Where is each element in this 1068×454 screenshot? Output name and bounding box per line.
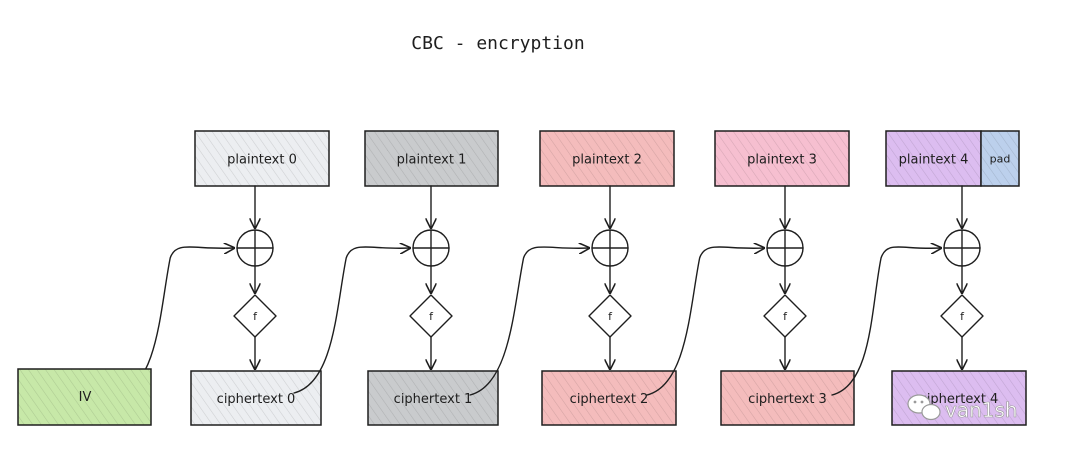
chain-arrow-4 [831, 247, 941, 396]
plaintext-box-0-outline [194, 130, 330, 187]
ciphertext-label-3: ciphertext 3 [748, 392, 827, 407]
plaintext-label-2: plaintext 2 [572, 153, 642, 168]
ciphertext-box-0-hatch [191, 371, 321, 425]
padding-box-outline [980, 130, 1020, 187]
ciphertext-label-0: ciphertext 0 [217, 392, 296, 407]
padding-label: pad [990, 153, 1011, 166]
ciphertext-box-0-outline [190, 370, 322, 426]
ciphertext-label-1: ciphertext 1 [394, 392, 473, 407]
xor-cross-2 [591, 229, 629, 267]
stage-2: plaintext 2 f ciphertext 2 [469, 130, 677, 426]
plaintext-box-3-hatch [715, 131, 849, 186]
plaintext-label-3: plaintext 3 [747, 153, 817, 168]
xor-cross-3 [766, 229, 804, 267]
plaintext-box-2-hatch [540, 131, 674, 186]
plaintext-box-1-hatch [365, 131, 498, 186]
block-function-label-2: f [608, 310, 613, 323]
iv-block: IV [17, 368, 152, 426]
stage-0: plaintext 0 f ciphertext 0 [117, 130, 330, 426]
chain-arrow-2 [469, 247, 589, 396]
ciphertext-box-1-outline [367, 370, 499, 426]
block-function-label-4: f [960, 310, 965, 323]
diagram-title: CBC - encryption [411, 33, 584, 54]
plaintext-label-1: plaintext 1 [397, 153, 467, 168]
block-function-label-1: f [429, 310, 434, 323]
plaintext-box-3-outline [714, 130, 850, 187]
block-function-label-0: f [253, 310, 258, 323]
block-function-label-3: f [783, 310, 788, 323]
plaintext-box-0-hatch [195, 131, 329, 186]
xor-cross-4 [943, 229, 981, 267]
xor-cross-0 [236, 229, 274, 267]
plaintext-box-2-outline [539, 130, 675, 187]
xor-cross-1 [412, 229, 450, 267]
plaintext-label-4: plaintext 4 [899, 153, 969, 168]
ciphertext-box-3-hatch [721, 371, 854, 425]
iv-box-hatch [18, 369, 151, 425]
ciphertext-box-2-hatch [542, 371, 676, 425]
padding-box-hatch [981, 131, 1019, 186]
ciphertext-box-4-outline [891, 370, 1027, 426]
ciphertext-box-2-outline [541, 370, 677, 426]
ciphertext-label-4: ciphertext 4 [920, 392, 999, 407]
chain-arrow-1 [293, 247, 410, 394]
watermark-text: van1sh [945, 398, 1018, 422]
watermark: van1sh [907, 394, 1018, 422]
ciphertext-label-2: ciphertext 2 [570, 392, 649, 407]
wechat-icon [907, 394, 941, 421]
stages-layer: plaintext 0 f ciphertext 0 plaintext 1 f ciph… [117, 130, 1027, 426]
chain-arrow-3 [646, 247, 764, 396]
ciphertext-box-3-outline [720, 370, 855, 426]
iv-label: IV [79, 390, 92, 405]
ciphertext-box-1-hatch [368, 371, 498, 425]
iv-box-outline [17, 368, 152, 426]
plaintext-box-4-hatch [886, 131, 981, 186]
stage-3: plaintext 3 f ciphertext 3 [646, 130, 855, 426]
stage-1: plaintext 1 f ciphertext 1 [293, 130, 499, 426]
plaintext-label-0: plaintext 0 [227, 153, 297, 168]
stage-4: plaintext 4 pad f ciphertext 4 [831, 130, 1027, 426]
